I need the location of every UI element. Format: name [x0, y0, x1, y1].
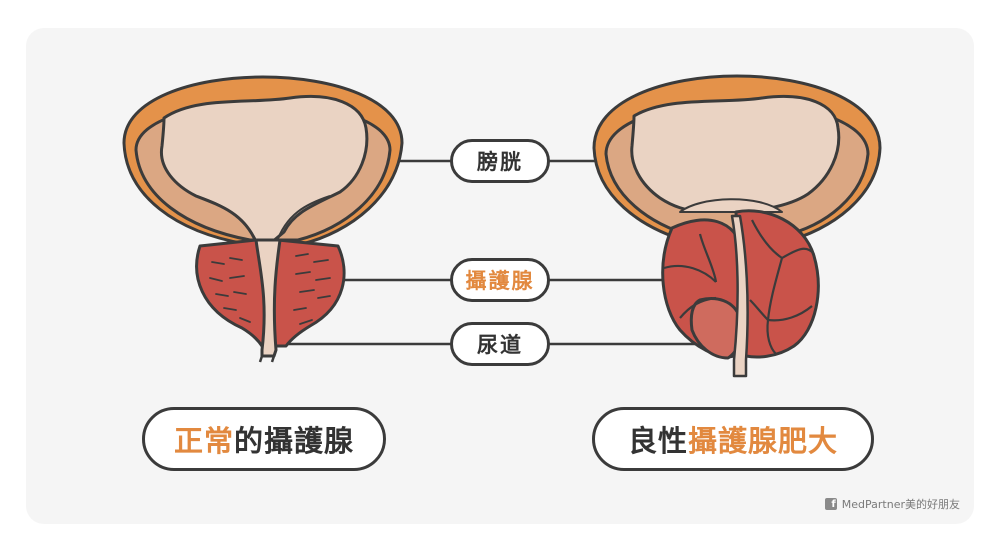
caption-bph: 良性攝護腺肥大: [592, 407, 874, 471]
label-prostate: 攝護腺: [450, 258, 550, 302]
caption-normal-highlight: 正常: [173, 424, 234, 458]
caption-normal-prostate: 正常的攝護腺: [142, 407, 386, 471]
normal-prostate: [195, 238, 346, 363]
caption-normal-rest: 的攝護腺: [234, 424, 355, 458]
bph-prostate-segments: [663, 219, 815, 355]
bph-bladder-cavity: [630, 94, 841, 212]
facebook-icon: f: [824, 498, 837, 510]
caption-bph-prefix: 良性: [627, 424, 688, 458]
normal-prostate-texture: [209, 253, 331, 325]
normal-bladder-cavity: [159, 95, 369, 244]
bph-bladder: [592, 74, 882, 244]
bph-prostate-center-lobe: [689, 297, 743, 360]
label-urethra-text: 尿道: [477, 333, 523, 357]
label-bladder: 膀胱: [450, 139, 550, 183]
caption-bph-highlight: 攝護腺肥大: [688, 424, 839, 458]
footer-brand: MedPartner美的好朋友: [841, 498, 960, 511]
bph-prostate: [661, 209, 820, 378]
normal-bladder: [122, 75, 404, 246]
footer-credit: f MedPartner美的好朋友: [824, 496, 960, 512]
label-prostate-text: 攝護腺: [465, 269, 535, 293]
label-urethra: 尿道: [450, 322, 550, 366]
label-bladder-text: 膀胱: [477, 150, 523, 174]
bph-urethra: [730, 214, 749, 378]
